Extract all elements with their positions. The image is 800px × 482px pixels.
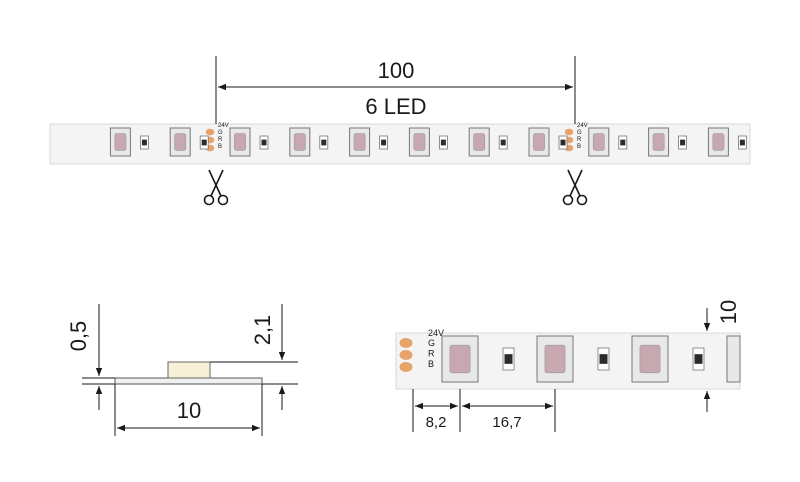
pad-label: R [577, 137, 582, 143]
side-pcb [114, 377, 263, 385]
height-label: 2,1 [250, 315, 275, 346]
solder-pad [399, 362, 413, 372]
width-label: 10 [177, 398, 201, 423]
resistor-mark [680, 139, 686, 146]
led-lens [449, 344, 471, 374]
top-length-dimension: 100 6 LED [215, 56, 576, 124]
solder-pad [205, 128, 215, 136]
pad-label: B [428, 359, 434, 369]
side-led-body [167, 361, 211, 379]
led-lens [652, 133, 665, 151]
resistor-mark [599, 354, 608, 364]
side-view: 0,5 2,1 10 [66, 304, 298, 436]
led-lens [592, 133, 605, 151]
pad-label: G [428, 338, 435, 348]
thickness-label: 0,5 [66, 321, 91, 352]
pad-label: G [218, 130, 223, 136]
length-label: 100 [378, 58, 415, 83]
resistor-mark [201, 139, 207, 146]
led-lens [473, 133, 486, 151]
resistor-mark [440, 139, 446, 146]
led-lens [353, 133, 366, 151]
solder-pad [399, 338, 413, 348]
solder-pad [564, 128, 574, 136]
pad-label: B [218, 144, 222, 150]
resistor-mark [261, 139, 267, 146]
resistor-mark [381, 139, 387, 146]
resistor-mark [560, 139, 566, 146]
led-lens [174, 133, 187, 151]
pad-label: R [218, 137, 223, 143]
led-chip [726, 335, 741, 383]
led-lens [293, 133, 306, 151]
pad-label: R [428, 348, 435, 358]
led-chip [631, 335, 669, 383]
led-lens [712, 133, 725, 151]
led-lens [533, 133, 545, 151]
solder-pad [399, 350, 413, 360]
resistor-mark [694, 354, 703, 364]
resistor-mark [321, 139, 327, 146]
led-lens [114, 133, 127, 151]
led-lens [413, 133, 426, 151]
pad-label: B [577, 144, 581, 150]
resistor-mark [500, 139, 506, 146]
led-count-label: 6 LED [365, 94, 426, 119]
offset-label: 8,2 [426, 414, 447, 431]
resistor-mark [620, 139, 626, 146]
pad-label: G [577, 130, 582, 136]
pad-label: 24V [577, 123, 588, 129]
pad-label: 24V [428, 328, 444, 338]
led-lens [544, 344, 566, 374]
detail-width-label: 10 [716, 300, 741, 324]
scissors-icon [562, 169, 588, 206]
resistor-mark [504, 354, 513, 364]
led-lens [234, 133, 246, 151]
scissors-icon [203, 169, 229, 206]
top-strip-body [49, 123, 751, 165]
pitch-label: 16,7 [492, 414, 521, 431]
pad-label: 24V [218, 123, 229, 129]
resistor-mark [141, 139, 147, 146]
resistor-mark [739, 139, 745, 146]
led-lens [639, 344, 661, 374]
